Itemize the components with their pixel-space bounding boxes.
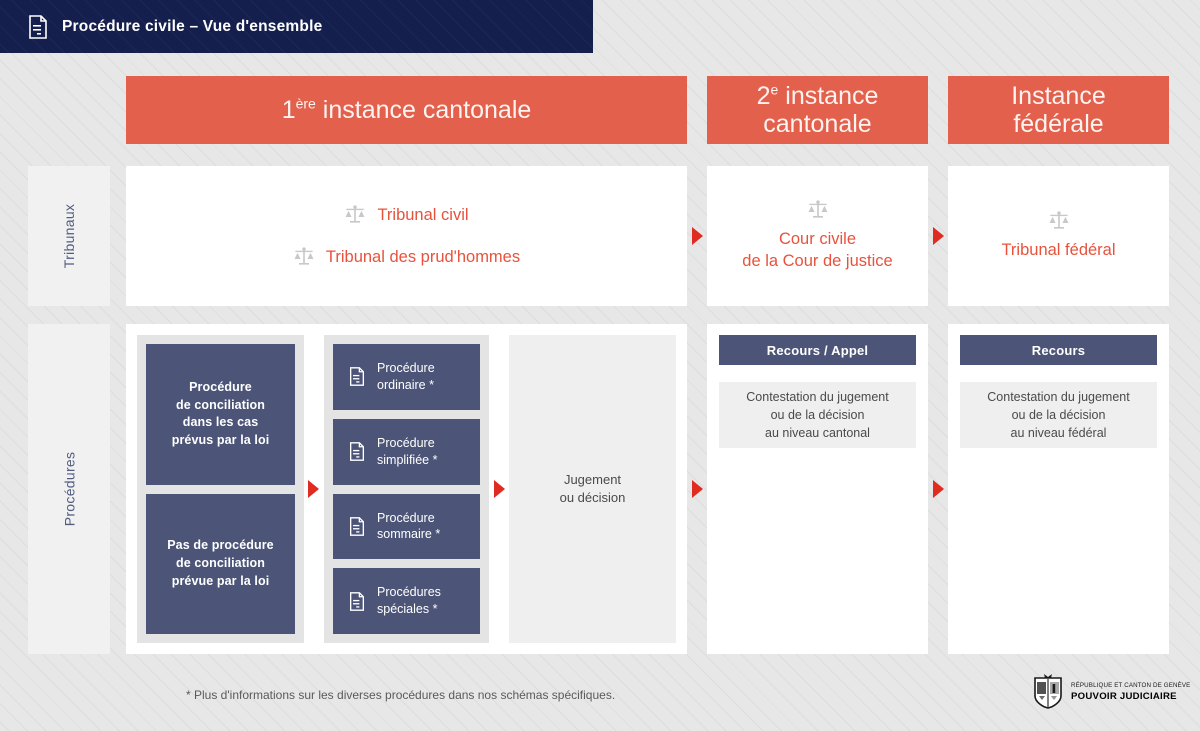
conciliation-line3: dans les cas (182, 415, 259, 430)
recours-group-cantonal: Recours / Appel Contestation du jugement… (719, 335, 916, 448)
judgement-text: Jugement ou décision (560, 471, 626, 508)
column-header-line2: fédérale (1013, 110, 1104, 138)
footnote: * Plus d'informations sur les diverses p… (186, 688, 616, 702)
column-header-prefix: 1 (281, 96, 296, 124)
recours-line1: Contestation du jugement (987, 389, 1130, 404)
conciliation-line4: prévus par la loi (171, 433, 270, 447)
judgement-box: Jugement ou décision (509, 335, 676, 643)
recours-line1: Contestation du jugement (746, 389, 889, 404)
conciliation-line2: de conciliation (175, 397, 265, 412)
procedure-type-line2: sommaire * (377, 527, 441, 542)
arrow-right-icon (933, 227, 944, 245)
page-title: Procédure civile – Vue d'ensemble (62, 17, 323, 35)
recours-appel-header[interactable]: Recours / Appel (719, 335, 916, 365)
conciliation-required-box[interactable]: Procédure de conciliation dans les cas p… (146, 344, 295, 485)
recours-federal-description: Contestation du jugement ou de la décisi… (960, 382, 1157, 448)
conciliation-line2: de conciliation (175, 555, 265, 570)
scales-of-justice-icon (294, 247, 314, 265)
column-header-federal-instance: Instance fédérale (948, 76, 1169, 144)
court-name-line1: Tribunal fédéral (1001, 240, 1116, 259)
column-header-second-cantonal-instance: 2e instance cantonale (707, 76, 928, 144)
court-list: Tribunal civil Tribunal des prud'hommes (126, 166, 687, 306)
court-entry-cour-civile[interactable]: Cour civile de la Cour de justice (707, 166, 928, 306)
logo-judiciary-line: POUVOIR JUDICIAIRE (1071, 691, 1177, 702)
document-icon (349, 367, 365, 387)
column-header-rest: instance cantonale (315, 96, 532, 124)
document-icon (349, 442, 365, 462)
court-name: Tribunal civil (377, 205, 469, 224)
procedure-type-line1: Procédures (377, 585, 441, 600)
column-header-rest: Instance (1011, 82, 1106, 110)
court-name-line2: de la Cour de justice (742, 251, 893, 270)
column-header-rest: instance (778, 82, 879, 110)
row-label-procedures: Procédures (28, 324, 110, 654)
procedure-type-line2: ordinaire * (377, 377, 434, 392)
panel-tribunaux-first-instance: Tribunal civil Tribunal des prud'hommes (126, 166, 687, 306)
procedure-simplifiee-box[interactable]: Procédure simplifiée * (333, 418, 480, 485)
panel-procedures-federal-instance (948, 324, 1169, 654)
column-header-superscript: ère (295, 95, 316, 112)
row-label-tribunaux: Tribunaux (28, 166, 110, 306)
geneva-coat-of-arms-icon (1034, 674, 1062, 709)
recours-group-federal: Recours Contestation du jugement ou de l… (960, 335, 1157, 448)
scales-of-justice-icon (345, 205, 365, 223)
panel-procedures-second-instance (707, 324, 928, 654)
panel-tribunaux-federal-instance: Tribunal fédéral (948, 166, 1169, 306)
recours-line2: ou de la décision (1011, 407, 1106, 422)
procedure-sommaire-box[interactable]: Procédure sommaire * (333, 493, 480, 560)
document-icon (349, 516, 365, 536)
document-icon (349, 591, 365, 611)
column-header-prefix: 2 (756, 82, 771, 110)
scales-of-justice-icon (1049, 210, 1068, 229)
conciliation-group: Procédure de conciliation dans les cas p… (137, 335, 304, 643)
logo: RÉPUBLIQUE ET CANTON DE GENÈVE POUVOIR J… (1033, 674, 1190, 710)
scales-of-justice-icon (808, 199, 827, 218)
logo-text: RÉPUBLIQUE ET CANTON DE GENÈVE POUVOIR J… (1071, 682, 1190, 702)
court-entry-tribunal-des-prudhommes[interactable]: Tribunal des prud'hommes (293, 247, 520, 267)
recours-line2: ou de la décision (770, 407, 865, 422)
recours-line3: au niveau fédéral (1010, 426, 1107, 441)
procedure-type-line1: Procédure (377, 510, 435, 525)
column-header-line2: cantonale (763, 110, 872, 138)
court-name: Cour civile de la Cour de justice (742, 229, 892, 273)
column-header-first-cantonal-instance: 1ère instance cantonale (126, 76, 687, 144)
header-bar: Procédure civile – Vue d'ensemble (0, 0, 593, 53)
conciliation-line1: Pas de procédure (167, 538, 274, 553)
arrow-right-icon (308, 480, 319, 498)
court-name: Tribunal des prud'hommes (325, 247, 521, 266)
procedure-type-line1: Procédure (377, 435, 435, 450)
recours-header[interactable]: Recours (960, 335, 1157, 365)
procedure-type-line1: Procédure (377, 361, 435, 375)
procedure-ordinaire-box[interactable]: Procédure ordinaire * (333, 344, 480, 410)
court-entry-tribunal-civil[interactable]: Tribunal civil (344, 205, 469, 225)
conciliation-line1: Procédure (189, 379, 252, 394)
row-label-procedures-text: Procédures (61, 451, 77, 527)
panel-tribunaux-second-instance: Cour civile de la Cour de justice (707, 166, 928, 306)
judgement-line2: ou décision (559, 490, 626, 505)
court-name: Tribunal fédéral (1001, 240, 1115, 262)
conciliation-line3: prévue par la loi (171, 573, 270, 588)
conciliation-not-required-box[interactable]: Pas de procédure de conciliation prévue … (146, 493, 295, 634)
recours-line3: au niveau cantonal (765, 426, 870, 441)
recours-cantonal-description: Contestation du jugement ou de la décisi… (719, 382, 916, 448)
logo-republic-line: RÉPUBLIQUE ET CANTON DE GENÈVE (1071, 682, 1191, 689)
row-label-tribunaux-text: Tribunaux (61, 203, 77, 269)
procedure-type-line2: simplifiée * (377, 452, 438, 467)
court-entry-tribunal-federal[interactable]: Tribunal fédéral (948, 166, 1169, 306)
arrow-right-icon (692, 480, 703, 498)
court-name-line1: Cour civile (778, 229, 856, 248)
procedure-types-group: Procédure ordinaire * Procédure simplifi… (324, 335, 489, 643)
arrow-right-icon (692, 227, 703, 245)
procedures-speciales-box[interactable]: Procédures spéciales * (333, 568, 480, 634)
arrow-right-icon (494, 480, 505, 498)
procedure-type-line2: spéciales * (377, 602, 438, 617)
column-header-superscript: e (770, 81, 779, 98)
arrow-right-icon (933, 480, 944, 498)
document-icon (29, 14, 47, 39)
judgement-line1: Jugement (563, 471, 622, 487)
